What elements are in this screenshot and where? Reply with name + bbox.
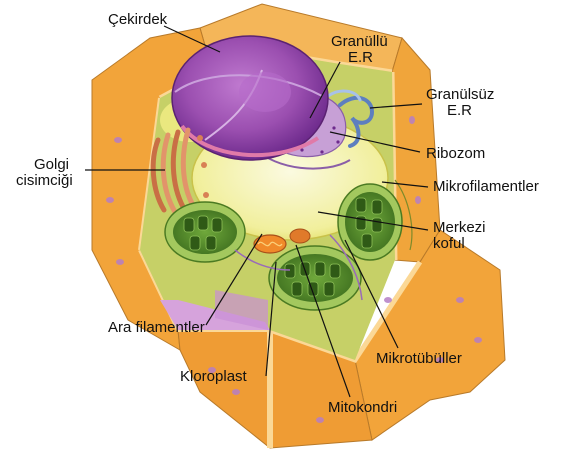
label-rough-er-line1: Granüllü [331,33,388,50]
label-rough-er-line2: E.R [348,49,373,66]
chloroplast-right [338,184,402,260]
label-golgi-line2: cisimciği [16,172,73,189]
label-microfilaments: Mikrofilamentler [433,178,539,195]
nucleus [172,36,328,160]
label-golgi-line1: Golgi [34,156,69,173]
label-ribosome: Ribozom [426,145,485,162]
label-nucleus: Çekirdek [108,11,168,28]
label-intermediate-filaments: Ara filamentler [108,319,205,336]
label-microtubules: Mikrotübüller [376,350,462,367]
label-vacuole-line2: koful [433,235,465,252]
label-smooth-er-line2: E.R [447,102,472,119]
label-chloroplast: Kloroplast [180,368,248,385]
label-vacuole-line1: Merkezi [433,219,486,236]
label-smooth-er-line1: Granülsüz [426,86,494,103]
label-mitochondria: Mitokondri [328,399,397,416]
chloroplast-left [165,202,245,262]
